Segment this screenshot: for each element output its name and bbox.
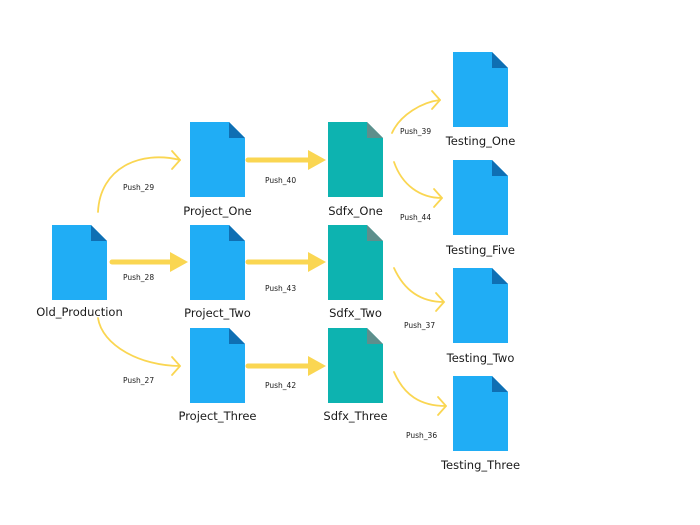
- arrowhead-icon: [170, 252, 188, 272]
- edge-label: Push_39: [400, 127, 431, 136]
- node-testing-three[interactable]: Testing_Three: [440, 376, 520, 472]
- file-icon: [328, 122, 383, 197]
- edge-label: Push_42: [265, 381, 296, 390]
- file-icon: [190, 328, 245, 403]
- edge-old_production-to-project_two: Push_28: [109, 252, 188, 282]
- node-old-production[interactable]: Old_Production: [36, 225, 123, 319]
- edge-old_production-to-project_one: Push_29: [97, 150, 181, 213]
- file-icon: [328, 328, 383, 403]
- arrowhead-icon: [308, 150, 326, 170]
- edge-line: [97, 156, 181, 213]
- arrowhead-icon: [435, 292, 445, 312]
- file-icon: [190, 122, 245, 197]
- edge-label: Push_40: [265, 176, 296, 185]
- edge-sdfx_two-to-testing_two: Push_37: [393, 267, 445, 330]
- node-label: Sdfx_Two: [329, 306, 382, 320]
- edge-label: Push_44: [400, 213, 431, 222]
- edge-sdfx_one-to-testing_five: Push_44: [393, 161, 443, 222]
- node-testing-one[interactable]: Testing_One: [445, 52, 516, 148]
- file-icon: [453, 268, 508, 343]
- edge-line: [393, 161, 443, 199]
- arrowhead-icon: [433, 188, 443, 208]
- file-icon: [453, 52, 508, 127]
- edge-label: Push_36: [406, 431, 437, 440]
- edge-line: [391, 99, 441, 134]
- nodes-layer: Old_Production Project_OneProject_TwoProj…: [36, 52, 520, 472]
- arrowhead-icon: [431, 90, 441, 110]
- node-project-three[interactable]: Project_Three: [178, 328, 257, 423]
- node-sdfx-three[interactable]: Sdfx_Three: [323, 328, 388, 423]
- file-icon: [328, 225, 383, 300]
- file-icon: [453, 160, 508, 235]
- node-label: Testing_One: [445, 134, 516, 148]
- node-label: Sdfx_One: [328, 204, 383, 218]
- edge-line: [393, 267, 445, 303]
- arrowhead-icon: [308, 252, 326, 272]
- node-label: Testing_Two: [446, 351, 515, 365]
- edge-label: Push_27: [123, 376, 154, 385]
- edge-label: Push_43: [265, 284, 296, 293]
- file-icon: [453, 376, 508, 451]
- node-label: Sdfx_Three: [323, 409, 387, 423]
- node-label: Testing_Three: [440, 458, 520, 472]
- edges-layer: Push_29Push_28Push_27Push_40Push_43Push_…: [97, 90, 447, 440]
- edge-project_one-to-sdfx_one: Push_40: [245, 150, 326, 185]
- node-label: Testing_Five: [445, 243, 515, 257]
- arrowhead-icon: [308, 356, 326, 376]
- file-icon: [190, 225, 245, 300]
- arrowhead-icon: [171, 150, 181, 170]
- edge-sdfx_three-to-testing_three: Push_36: [393, 371, 447, 440]
- edge-project_two-to-sdfx_two: Push_43: [245, 252, 326, 293]
- node-label: Project_Two: [184, 306, 251, 320]
- node-label: Project_Three: [178, 409, 256, 423]
- edge-project_three-to-sdfx_three: Push_42: [245, 356, 326, 390]
- node-label: Project_One: [183, 204, 252, 218]
- edge-sdfx_one-to-testing_one: Push_39: [391, 90, 441, 136]
- edge-label: Push_28: [123, 273, 154, 282]
- file-icon: [52, 225, 107, 300]
- arrowhead-icon: [171, 356, 181, 376]
- node-label: Old_Production: [36, 305, 122, 319]
- edge-line: [97, 317, 181, 367]
- node-project-one[interactable]: Project_One: [183, 122, 252, 218]
- node-testing-two[interactable]: Testing_Two: [446, 268, 515, 365]
- node-project-two[interactable]: Project_Two: [184, 225, 251, 320]
- node-testing-five[interactable]: Testing_Five: [445, 160, 515, 257]
- edge-label: Push_29: [123, 183, 154, 192]
- edge-label: Push_37: [404, 321, 435, 330]
- edge-old_production-to-project_three: Push_27: [97, 317, 181, 385]
- node-sdfx-one[interactable]: Sdfx_One: [328, 122, 383, 218]
- arrowhead-icon: [437, 396, 447, 416]
- edge-line: [393, 371, 447, 407]
- node-sdfx-two[interactable]: Sdfx_Two: [328, 225, 383, 320]
